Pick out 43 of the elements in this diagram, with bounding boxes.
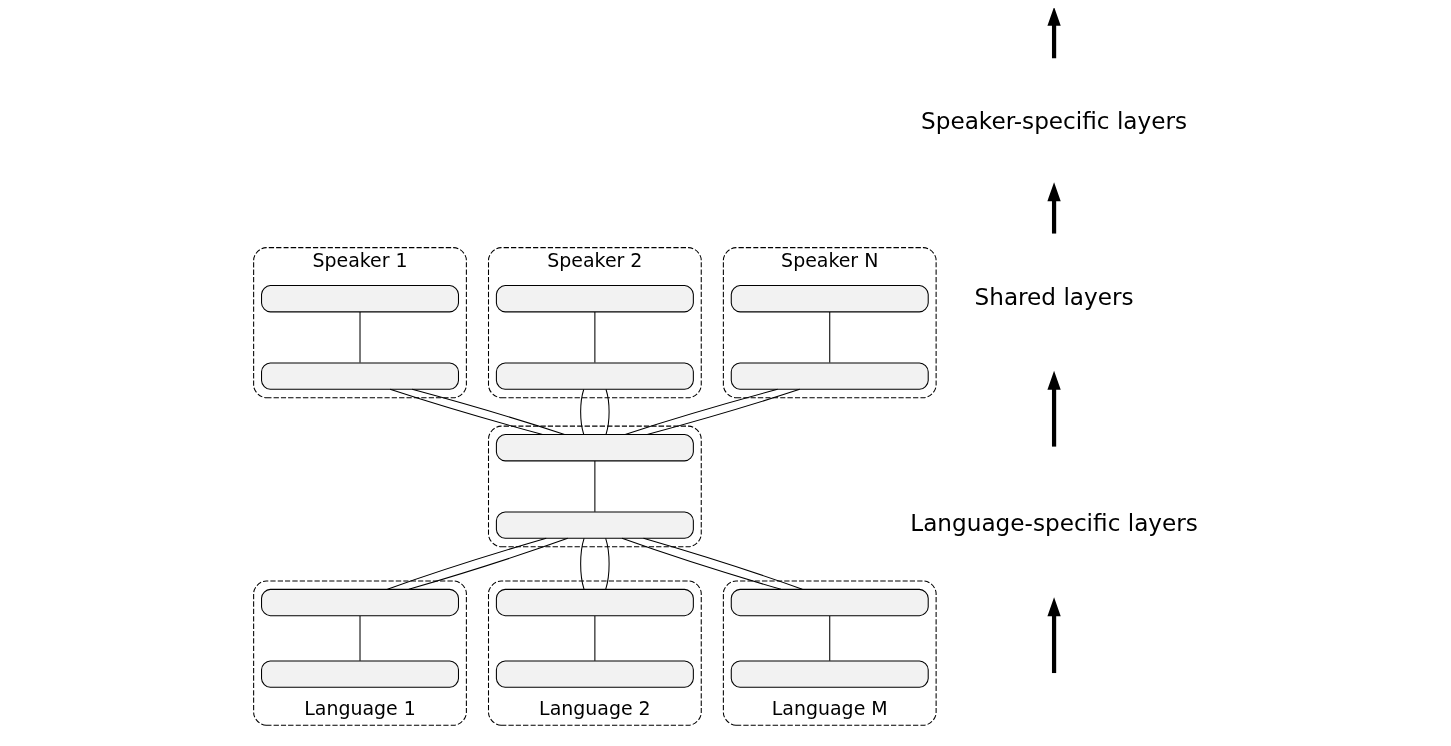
cluster: Speaker N (722, 247, 937, 399)
node-bar (730, 362, 929, 390)
node-bar (730, 285, 929, 313)
connector (828, 615, 830, 662)
cluster (487, 425, 702, 548)
node-bar (495, 362, 694, 390)
node-bar (495, 660, 694, 688)
connector (579, 537, 585, 590)
connector (407, 537, 568, 590)
label: Speaker-specific layers (920, 107, 1187, 135)
connector (579, 388, 584, 435)
node-bar (495, 511, 694, 539)
cluster: Language M (722, 580, 937, 726)
connector (646, 388, 800, 435)
cluster: Language 2 (487, 580, 702, 726)
node-bar (260, 588, 459, 617)
connector (593, 311, 595, 364)
node-bar (495, 588, 694, 617)
label: Shared layers (974, 282, 1134, 310)
connector (624, 388, 778, 435)
connector (389, 388, 543, 435)
connector (359, 311, 361, 364)
node-bar (730, 588, 929, 617)
cluster: Speaker 2 (487, 247, 702, 399)
node-bar (260, 285, 459, 313)
connector (605, 388, 610, 435)
node-bar (495, 285, 694, 313)
cluster: Speaker 1 (252, 247, 467, 399)
connector (604, 537, 610, 590)
connector (411, 388, 565, 435)
connector (828, 311, 830, 364)
node-bar (495, 434, 694, 462)
connector (386, 537, 547, 590)
connector (642, 537, 803, 590)
label: Language-specific layers (909, 509, 1198, 537)
connector (359, 615, 361, 662)
node-bar (260, 362, 459, 390)
cluster: Language 1 (252, 580, 467, 726)
node-bar (260, 660, 459, 688)
connector (593, 615, 595, 662)
node-bar (730, 660, 929, 688)
connector (593, 460, 595, 513)
connector (621, 537, 781, 590)
